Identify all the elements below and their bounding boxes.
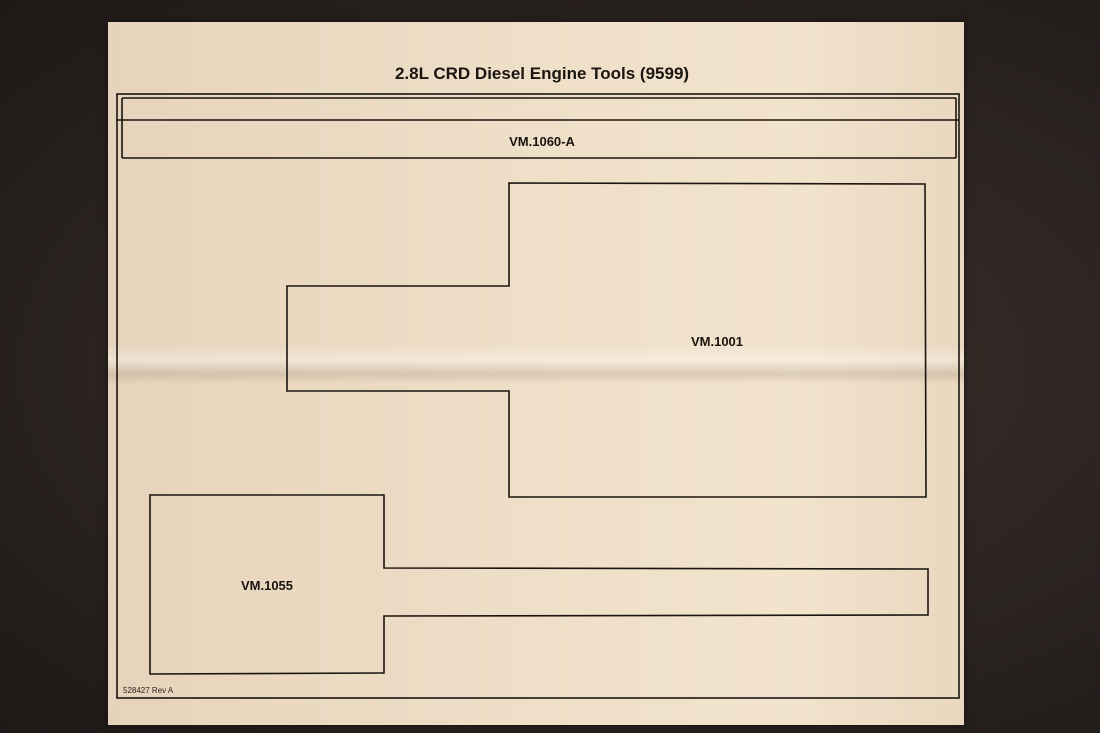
outer-frame xyxy=(116,93,960,699)
tool-label-vm1060a: VM.1060-A xyxy=(509,134,575,149)
part-number: 528427 Rev A xyxy=(123,686,174,695)
tool-label-vm1001: VM.1001 xyxy=(690,334,744,349)
fold-crease xyxy=(108,344,964,384)
tool-label-vm1055: VM.1055 xyxy=(240,578,294,593)
board-title: 2.8L CRD Diesel Engine Tools (9599) xyxy=(394,64,690,83)
vm1055-outline xyxy=(149,494,929,675)
tool-board-label xyxy=(108,22,964,725)
vm1001-outline xyxy=(286,182,927,498)
